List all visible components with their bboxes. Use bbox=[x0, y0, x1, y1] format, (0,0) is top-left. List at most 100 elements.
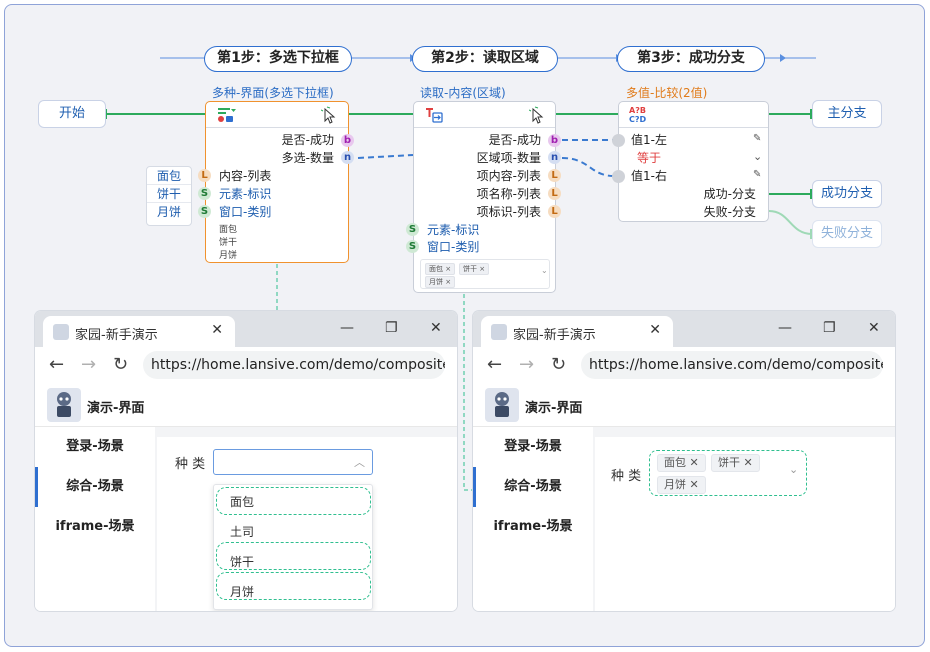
pointer-icon[interactable] bbox=[529, 106, 545, 124]
close-icon[interactable]: ✕ bbox=[649, 322, 661, 338]
url-field[interactable]: https://home.lansive.com/demo/composite bbox=[143, 351, 445, 379]
chevron-down-icon: ⌄ bbox=[541, 266, 548, 275]
step-1: 第1步：多选下拉框 bbox=[204, 46, 352, 72]
robot-logo-icon bbox=[485, 388, 519, 422]
port-badge-b[interactable]: b bbox=[548, 134, 561, 147]
compare-node[interactable]: A?B C?D 值1-左 ✎ 等于 ⌄ 值1-右 ✎ 成功-分支 失败-分支 bbox=[618, 101, 769, 222]
minimize-icon[interactable]: — bbox=[778, 320, 792, 336]
port-label: 窗口-类别 bbox=[427, 240, 480, 254]
main-branch-node[interactable]: 主分支 bbox=[812, 100, 882, 128]
port-dot[interactable] bbox=[612, 134, 625, 147]
list-item: 饼干 bbox=[147, 185, 191, 203]
robot-favicon-icon bbox=[491, 324, 507, 340]
sidebar: 登录-场景 综合-场景 iframe-场景 bbox=[473, 427, 593, 611]
close-window-icon[interactable]: ✕ bbox=[868, 320, 880, 336]
port-badge-S[interactable]: S bbox=[406, 240, 419, 253]
tab-title: 家园-新手演示 bbox=[75, 328, 158, 343]
port-label: 内容-列表 bbox=[219, 169, 272, 183]
selected-option-highlight bbox=[216, 487, 371, 515]
list-item: 面包 bbox=[147, 167, 191, 185]
category-multiselect[interactable]: 面包 ✕ 饼干 ✕ 月饼 ✕ ⌄ bbox=[653, 451, 805, 495]
sidebar-item-login[interactable]: 登录-场景 bbox=[66, 439, 124, 454]
pointer-icon[interactable] bbox=[321, 106, 337, 124]
url-field[interactable]: https://home.lansive.com/demo/composite bbox=[581, 351, 883, 379]
port-label: 窗口-类别 bbox=[219, 205, 272, 219]
success-branch-node[interactable]: 成功分支 bbox=[812, 180, 882, 208]
port-badge-S[interactable]: S bbox=[198, 205, 211, 218]
close-icon[interactable]: ✕ bbox=[211, 322, 223, 338]
chevron-down-icon[interactable]: ⌄ bbox=[753, 150, 763, 163]
port-badge-n[interactable]: n bbox=[341, 151, 354, 164]
content-panel: 种 类 面包 ✕ 饼干 ✕ 月饼 ✕ ⌄ bbox=[595, 437, 895, 611]
item-source-list: 面包 饼干 月饼 bbox=[146, 166, 192, 226]
region-chip-box[interactable]: 面包 × 饼干 × 月饼 × ⌄ bbox=[420, 259, 550, 289]
minimize-icon[interactable]: — bbox=[340, 320, 354, 336]
multiselect-node[interactable]: 是否-成功 多选-数量 内容-列表 元素-标识 窗口-类别 面包 饼干 月饼 bbox=[205, 101, 349, 263]
port-badge-L[interactable]: L bbox=[548, 205, 561, 218]
dropdown-option[interactable]: 面包 bbox=[230, 495, 255, 509]
sidebar-item-login[interactable]: 登录-场景 bbox=[504, 439, 562, 454]
port-badge-S[interactable]: S bbox=[406, 223, 419, 236]
browser-tab[interactable]: 家园-新手演示 ✕ bbox=[481, 316, 673, 347]
node2-title: 读取-内容(区域) bbox=[420, 86, 506, 100]
main-content: 种 类 面包 ✕ 饼干 ✕ 月饼 ✕ ⌄ bbox=[593, 427, 895, 611]
selected-option-highlight bbox=[216, 572, 371, 600]
chevron-up-icon: ︿ bbox=[354, 456, 365, 469]
main-content: 种 类 ︿ 面包 土司 饼干 月饼 bbox=[155, 427, 457, 611]
port-badge-L[interactable]: L bbox=[548, 187, 561, 200]
chevron-down-icon: ⌄ bbox=[789, 463, 799, 476]
port-badge-L[interactable]: L bbox=[548, 169, 561, 182]
port-label: 是否-成功 bbox=[281, 133, 334, 147]
region-chip: 饼干 × bbox=[459, 263, 490, 275]
port-label: 项标识-列表 bbox=[476, 205, 541, 219]
sidebar-item-composite[interactable]: 综合-场景 bbox=[473, 467, 593, 507]
browser-window-after: 家园-新手演示 ✕ — ❐ ✕ ← → ↻ https://home.lansi… bbox=[473, 311, 895, 611]
port-label: 多选-数量 bbox=[281, 151, 334, 165]
browser-tab[interactable]: 家园-新手演示 ✕ bbox=[43, 316, 235, 347]
start-node[interactable]: 开始 bbox=[38, 100, 106, 128]
port-badge-L[interactable]: L bbox=[198, 169, 211, 182]
back-arrow-icon[interactable]: ← bbox=[487, 354, 503, 375]
edit-icon[interactable]: ✎ bbox=[753, 169, 762, 180]
port-label: 成功-分支 bbox=[703, 187, 756, 201]
app-header: 演示-界面 bbox=[473, 383, 895, 427]
robot-favicon-icon bbox=[53, 324, 69, 340]
dropdown-option[interactable]: 月饼 bbox=[230, 585, 255, 599]
step-3: 第3步：成功分支 bbox=[617, 46, 765, 72]
app-header: 演示-界面 bbox=[35, 383, 457, 427]
reload-icon[interactable]: ↻ bbox=[551, 354, 567, 375]
forward-arrow-icon[interactable]: → bbox=[81, 354, 97, 375]
category-select[interactable]: ︿ bbox=[213, 449, 373, 475]
node2-header bbox=[414, 102, 555, 128]
field-label: 种 类 bbox=[611, 469, 642, 484]
selected-tag: 月饼 ✕ bbox=[657, 476, 706, 494]
dropdown-option[interactable]: 饼干 bbox=[230, 555, 255, 569]
maximize-icon[interactable]: ❐ bbox=[823, 320, 836, 336]
back-arrow-icon[interactable]: ← bbox=[49, 354, 65, 375]
dropdown-option[interactable]: 土司 bbox=[230, 525, 255, 539]
maximize-icon[interactable]: ❐ bbox=[385, 320, 398, 336]
item-text: 面包 bbox=[219, 225, 238, 235]
port-badge-S[interactable]: S bbox=[198, 187, 211, 200]
sidebar-item-composite[interactable]: 综合-场景 bbox=[35, 467, 155, 507]
reload-icon[interactable]: ↻ bbox=[113, 354, 129, 375]
tab-bar: 家园-新手演示 ✕ — ❐ ✕ bbox=[35, 311, 457, 347]
edit-icon[interactable]: ✎ bbox=[753, 133, 762, 144]
port-badge-b[interactable]: b bbox=[341, 134, 354, 147]
field-label: 种 类 bbox=[175, 457, 206, 472]
operator-select[interactable]: 等于 bbox=[637, 151, 662, 165]
port-badge-n[interactable]: n bbox=[548, 151, 561, 164]
sidebar-item-iframe[interactable]: iframe-场景 bbox=[55, 519, 135, 534]
result-highlight bbox=[649, 450, 807, 496]
read-region-node[interactable]: 是否-成功 区域项-数量 项内容-列表 项名称-列表 项标识-列表 元素-标识 … bbox=[413, 101, 556, 293]
selected-tag: 饼干 ✕ bbox=[711, 454, 760, 472]
right-value-label: 值1-右 bbox=[631, 169, 667, 183]
fail-branch-node[interactable]: 失败分支 bbox=[812, 220, 882, 248]
port-dot[interactable] bbox=[612, 170, 625, 183]
sidebar-item-iframe[interactable]: iframe-场景 bbox=[493, 519, 573, 534]
app-title: 演示-界面 bbox=[525, 401, 583, 416]
forward-arrow-icon[interactable]: → bbox=[519, 354, 535, 375]
close-window-icon[interactable]: ✕ bbox=[430, 320, 442, 336]
dropdown-menu: 面包 土司 饼干 月饼 bbox=[213, 484, 373, 610]
port-label: 是否-成功 bbox=[488, 133, 541, 147]
